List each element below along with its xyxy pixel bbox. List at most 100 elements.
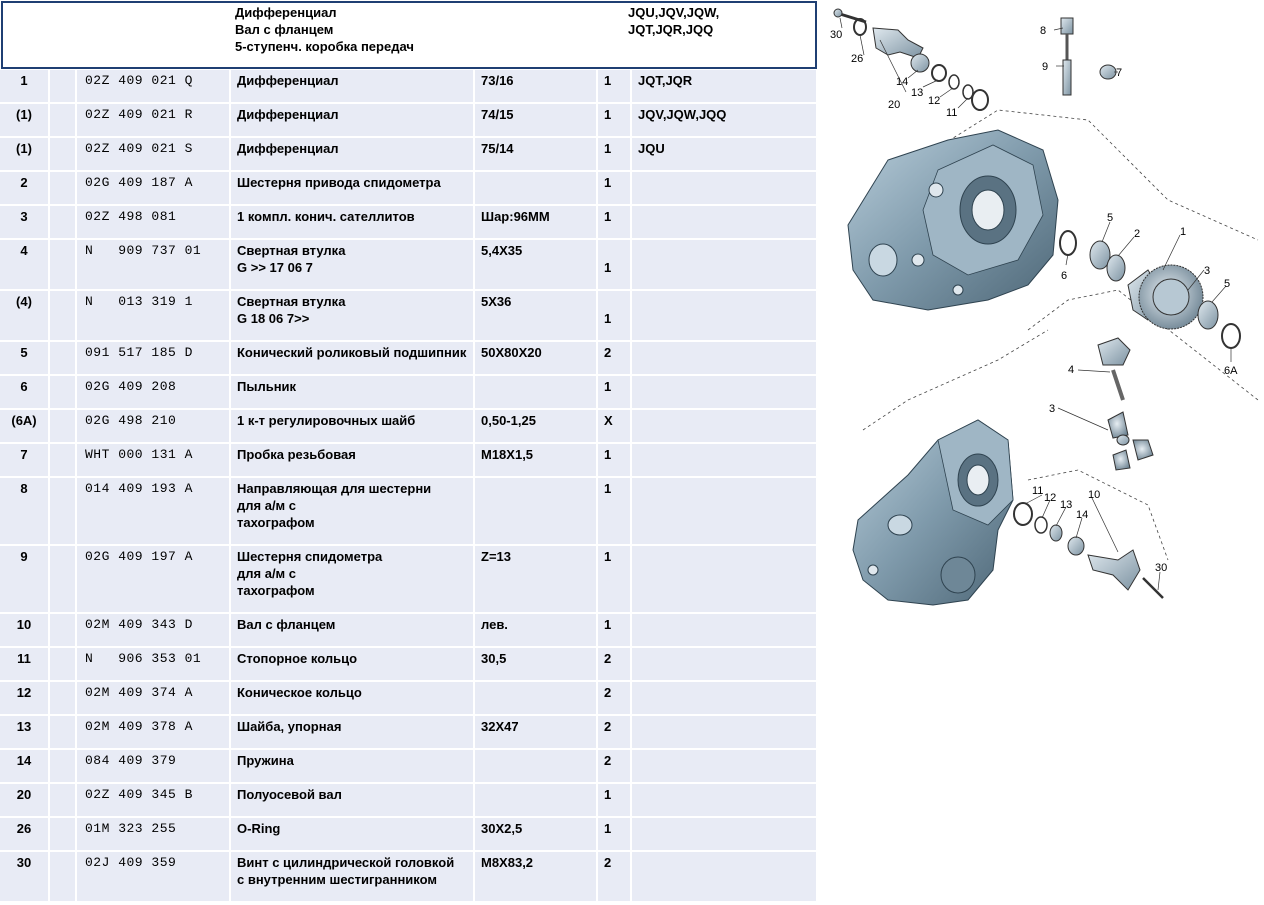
remark: [632, 784, 818, 818]
remark: JQV,JQW,JQQ: [632, 104, 818, 138]
blank-cell: [50, 410, 77, 444]
blank-cell: [50, 376, 77, 410]
quantity-value: 1: [604, 787, 612, 802]
callout-2: 2: [1134, 228, 1140, 240]
callout-14: 14: [896, 76, 908, 88]
callout-8: 8: [1040, 25, 1046, 37]
remark: [632, 444, 818, 478]
quantity: 2: [598, 342, 632, 376]
description-line: Конический роликовый подшипник: [237, 345, 467, 360]
description-line: Пыльник: [237, 379, 297, 394]
description-line: тахографом: [237, 583, 315, 598]
item-position: (1): [0, 104, 50, 138]
quantity-value: 1: [604, 617, 612, 632]
remark: [632, 376, 818, 410]
description-line: O-Ring: [237, 821, 281, 836]
quantity-value: 1: [604, 549, 612, 564]
callout-12b: 12: [1044, 492, 1056, 504]
quantity: 1: [598, 784, 632, 818]
item-position: 1: [0, 70, 50, 104]
item-position: 30: [0, 852, 50, 903]
blank-cell: [50, 444, 77, 478]
callout-7: 7: [1116, 67, 1122, 79]
description-line: Полуосевой вал: [237, 787, 342, 802]
callout-12: 12: [928, 95, 940, 107]
callout-1: 1: [1180, 226, 1186, 238]
blank-cell: [50, 852, 77, 903]
item-position: 2: [0, 172, 50, 206]
quantity: 1: [598, 614, 632, 648]
description-line: Направляющая для шестерни: [237, 481, 432, 496]
part-number: 091 517 185 D: [77, 342, 231, 376]
exploded-view-diagram: 30 26 20 14 13 12 11 8 9 7 5 2 1 3 5 6 6…: [830, 8, 1259, 606]
description-line: Пружина: [237, 753, 294, 768]
part-number: 01M 323 255: [77, 818, 231, 852]
callout-26: 26: [851, 53, 863, 65]
item-position: 10: [0, 614, 50, 648]
part-description: Коническое кольцо: [231, 682, 475, 716]
description-line: Стопорное кольцо: [237, 651, 358, 666]
table-row[interactable]: 5 091 517 185 D Конический роликовый подши…: [0, 342, 818, 376]
part-description: Стопорное кольцо: [231, 648, 475, 682]
part-spec: [475, 750, 598, 784]
part-number: 02M 409 374 A: [77, 682, 231, 716]
quantity: 2: [598, 682, 632, 716]
group-description-line: Дифференциал: [235, 5, 337, 20]
remark: [632, 291, 818, 342]
callout-30b: 30: [1155, 562, 1167, 574]
part-number: 02Z 409 021 Q: [77, 70, 231, 104]
item-position: 20: [0, 784, 50, 818]
description-line: Шестерня привода спидометра: [237, 175, 441, 190]
quantity-value: 2: [604, 719, 612, 734]
item-position: 6: [0, 376, 50, 410]
remark: [632, 410, 818, 444]
group-remark-line: JQU,JQV,JQW,: [628, 5, 720, 20]
item-position: 5: [0, 342, 50, 376]
part-description: O-Ring: [231, 818, 475, 852]
part-spec: 5X36: [475, 291, 598, 342]
speedometer-drive-parts: [1060, 17, 1117, 96]
description-line: 1 к-т регулировочных шайб: [237, 413, 416, 428]
quantity: 2: [598, 852, 632, 903]
blank-cell: [50, 240, 77, 291]
description-line: Шестерня спидометра: [237, 549, 383, 564]
part-description: Шайба, упорная: [231, 716, 475, 750]
part-number: 02Z 409 021 S: [77, 138, 231, 172]
group-description-line: 5-ступенч. коробка передач: [235, 39, 414, 54]
description-line: G >> 17 06 7: [237, 260, 313, 275]
callout-11: 11: [946, 107, 957, 119]
item-position: (6A): [0, 410, 50, 444]
callout-9: 9: [1042, 61, 1048, 73]
remark: [632, 342, 818, 376]
part-description: Конический роликовый подшипник: [231, 342, 475, 376]
quantity: 1: [598, 376, 632, 410]
remark: [632, 716, 818, 750]
part-spec: [475, 376, 598, 410]
upper-gearbox-housing: [847, 129, 1059, 311]
remark: [632, 206, 818, 240]
quantity-value: 1: [604, 260, 612, 275]
quantity-value: 1: [604, 73, 612, 88]
